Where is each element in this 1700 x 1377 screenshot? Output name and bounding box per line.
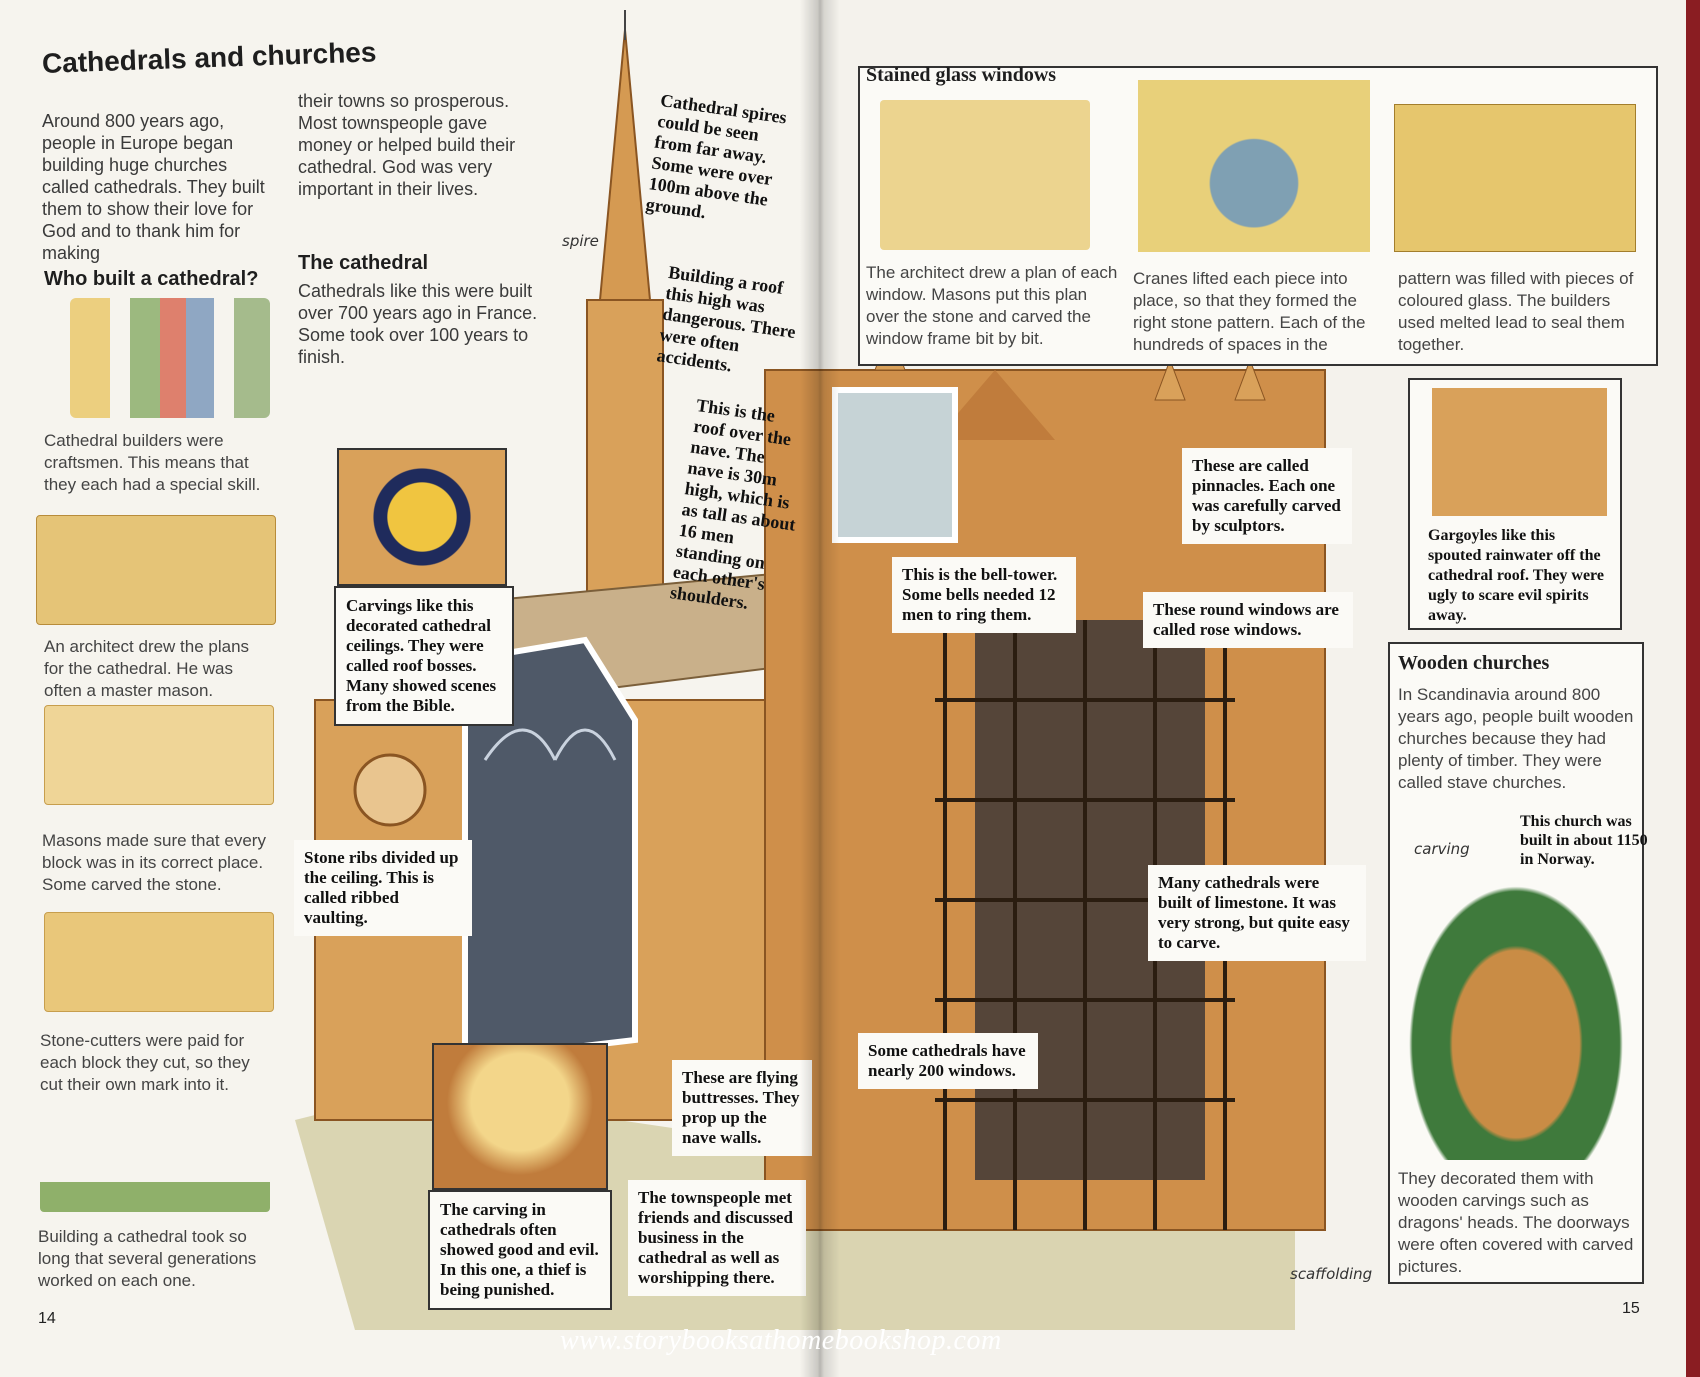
- stained-caption-1: The architect drew a plan of each window…: [866, 263, 1118, 348]
- spire-note: Cathedral spires could be seen from far …: [644, 90, 788, 223]
- intro-column-2: their towns so prosperous. Most townspeo…: [298, 91, 516, 199]
- stained-caption-3: pattern was filled with pieces of colour…: [1398, 269, 1634, 354]
- windows-200-box: Some cathedrals have nearly 200 windows.: [858, 1033, 1038, 1089]
- bell-tower-box: This is the bell-tower. Some bells neede…: [892, 557, 1076, 633]
- ribbed-vaulting-box: Stone ribs divided up the ceiling. This …: [294, 840, 472, 936]
- townspeople-box: The townspeople met friends and discusse…: [628, 1180, 806, 1296]
- builders-caption-2: An architect drew the plans for the cath…: [44, 637, 250, 700]
- wooden-churches-text: In Scandinavia around 800 years ago, peo…: [1398, 685, 1634, 792]
- builders-caption-5: Building a cathedral took so long that s…: [38, 1227, 257, 1290]
- roof-danger-note: Building a roof this high was dangerous.…: [655, 262, 797, 376]
- carving-thief-box: The carving in cathedrals often showed g…: [428, 1190, 612, 1310]
- the-cathedral-heading: The cathedral: [298, 252, 429, 274]
- flying-buttresses-box: These are flying buttresses. They prop u…: [672, 1060, 812, 1156]
- builders-caption-3: Masons made sure that every block was in…: [42, 831, 266, 894]
- stone-cutters-picture: [44, 912, 274, 1012]
- the-cathedral-text: Cathedrals like this were built over 700…: [298, 281, 538, 367]
- stave-church-picture: [1398, 870, 1634, 1160]
- limestone-box: Many cathedrals were built of limestone.…: [1148, 865, 1366, 961]
- wooden-churches-heading: Wooden churches: [1398, 652, 1550, 674]
- builders-group-picture: [70, 298, 270, 418]
- thief-carving-picture: [432, 1043, 608, 1190]
- masons-picture: [44, 705, 274, 805]
- wooden-churches-bottom: They decorated them with wooden carvings…: [1398, 1169, 1634, 1276]
- watermark: www.storybooksathomebookshop.com: [560, 1325, 1002, 1356]
- roof-boss-picture: [337, 448, 507, 586]
- rose-windows-box: These round windows are called rose wind…: [1143, 592, 1353, 648]
- glass-pattern-picture: [1394, 104, 1636, 252]
- pinnacles-box: These are called pinnacles. Each one was…: [1182, 448, 1352, 544]
- gargoyles-note: Gargoyles like this spouted rainwater of…: [1428, 527, 1604, 624]
- spire-label: spire: [562, 232, 599, 250]
- page-number-right: 15: [1622, 1300, 1640, 1317]
- page-number-left: 14: [38, 1310, 56, 1327]
- architect-picture: [36, 515, 276, 625]
- book-gutter: [800, 0, 840, 1377]
- stained-glass-heading: Stained glass windows: [866, 64, 1057, 86]
- builders-caption-4: Stone-cutters were paid for each block t…: [40, 1031, 250, 1094]
- builders-caption-1: Cathedral builders were craftsmen. This …: [44, 431, 261, 494]
- who-built-heading: Who built a cathedral?: [44, 268, 259, 290]
- architect-window-picture: [880, 100, 1090, 250]
- generations-picture: [40, 1112, 270, 1212]
- roof-bosses-box: Carvings like this decorated cathedral c…: [334, 586, 514, 726]
- gargoyle-picture: [1432, 388, 1607, 516]
- scaffolding-label: scaffolding: [1290, 1265, 1373, 1283]
- stained-caption-2: Cranes lifted each piece into place, so …: [1133, 269, 1366, 354]
- intro-column-1: Around 800 years ago, people in Europe b…: [42, 111, 265, 263]
- carving-label: carving: [1414, 840, 1470, 858]
- crane-window-picture: [1138, 80, 1370, 252]
- church-built-note: This church was built in about 1150 in N…: [1520, 813, 1648, 868]
